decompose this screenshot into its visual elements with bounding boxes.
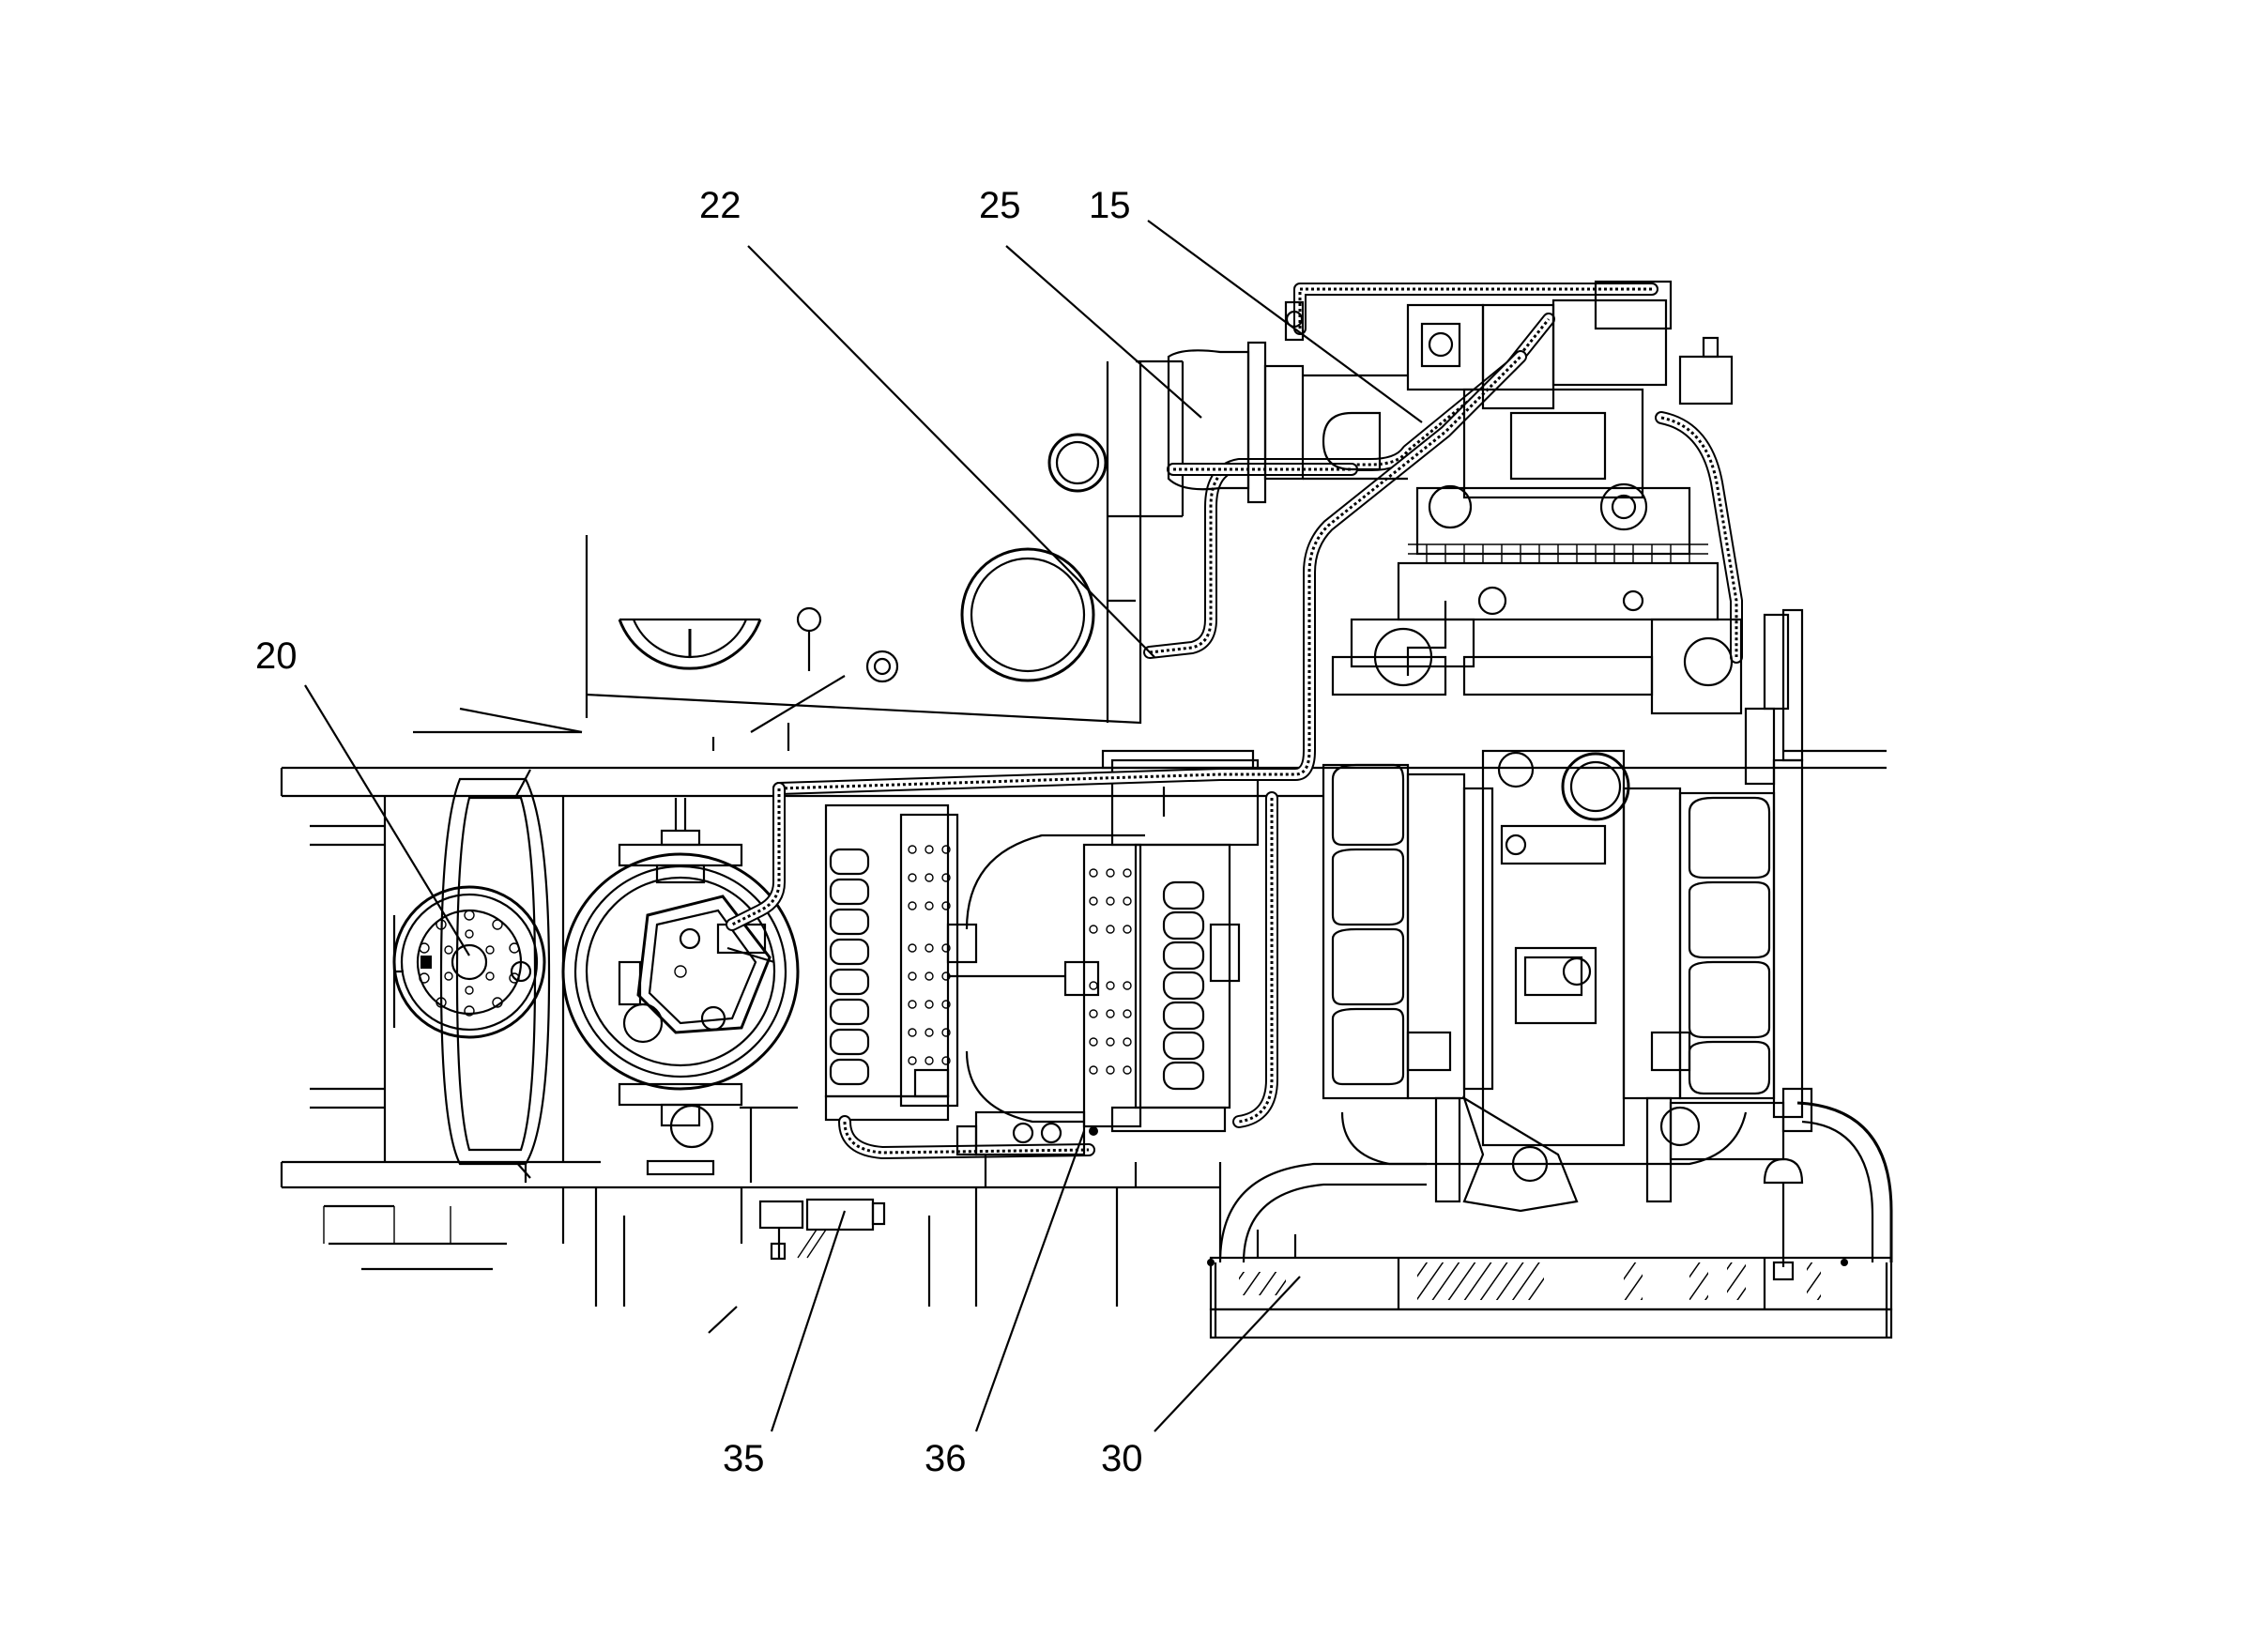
drive-motor — [561, 798, 800, 1183]
cylinder-bank-right — [1622, 758, 1804, 1119]
ref-label-30: 30 — [1101, 1438, 1143, 1479]
upper-body-panel — [413, 359, 1184, 751]
valve-block-left — [824, 803, 978, 1122]
leader-30 — [1154, 1276, 1301, 1432]
ref-label-15: 15 — [1089, 185, 1131, 226]
leader-35 — [770, 1210, 847, 1432]
ref-label-20: 20 — [255, 635, 298, 677]
ref-label-22: 22 — [699, 185, 741, 226]
ref-label-25: 25 — [979, 185, 1021, 226]
engine-center — [1340, 749, 1748, 1213]
hose-lower-loop — [726, 782, 1278, 1159]
leader-15 — [1147, 220, 1423, 423]
hose-top-frame — [1167, 283, 1743, 664]
small-valve-35 — [758, 1198, 886, 1261]
cylinder-bank-left — [1322, 763, 1494, 1100]
pump-assembly-25 — [1167, 280, 1804, 786]
valve-block-right — [948, 749, 1260, 1133]
ref-label-36: 36 — [925, 1438, 967, 1479]
exhaust-right — [1659, 1087, 1893, 1281]
leader-lines — [304, 220, 1423, 1432]
leader-36 — [974, 1130, 1086, 1432]
leader-20 — [304, 684, 470, 956]
wheel-hub-20 — [392, 769, 551, 1179]
ref-label-35: 35 — [723, 1438, 765, 1479]
leader-22 — [747, 245, 1155, 658]
hose-main-trunk — [772, 350, 1527, 795]
radiator-grille — [1207, 1162, 1893, 1339]
leader-25 — [1005, 245, 1202, 419]
reference-labels: 22 25 15 20 35 36 30 — [255, 185, 1143, 1479]
